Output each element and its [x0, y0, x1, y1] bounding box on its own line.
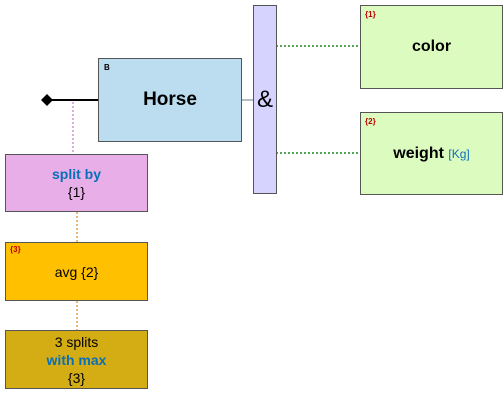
max-line1: 3 splits — [54, 333, 99, 350]
and-node[interactable]: & — [253, 5, 277, 194]
weight-attribute-node[interactable]: {2} weight [Kg] — [360, 112, 503, 195]
color-label: color — [411, 38, 452, 55]
max-ref: {3} — [67, 369, 86, 386]
split-by-ref: {1} — [67, 184, 86, 200]
weight-label: weight — [393, 144, 444, 162]
max-keyword: with max — [46, 351, 107, 368]
horse-tag: B — [104, 63, 110, 72]
horse-node[interactable]: B Horse — [98, 58, 242, 142]
weight-unit: [Kg] — [448, 146, 470, 161]
split-by-keyword: split by — [51, 166, 101, 182]
and-symbol: & — [256, 85, 273, 113]
split-by-node[interactable]: split by {1} — [5, 154, 148, 212]
splits-with-max-node[interactable]: 3 splits with max {3} — [5, 330, 148, 389]
color-tag: {1} — [365, 10, 376, 19]
weight-tag: {2} — [365, 117, 376, 126]
avg-label: avg {2} — [54, 263, 99, 280]
root-diamond — [41, 94, 53, 106]
avg-tag: {3} — [10, 245, 21, 254]
avg-node[interactable]: {3} avg {2} — [5, 242, 148, 301]
horse-label: Horse — [143, 89, 197, 110]
color-attribute-node[interactable]: {1} color — [360, 5, 503, 89]
